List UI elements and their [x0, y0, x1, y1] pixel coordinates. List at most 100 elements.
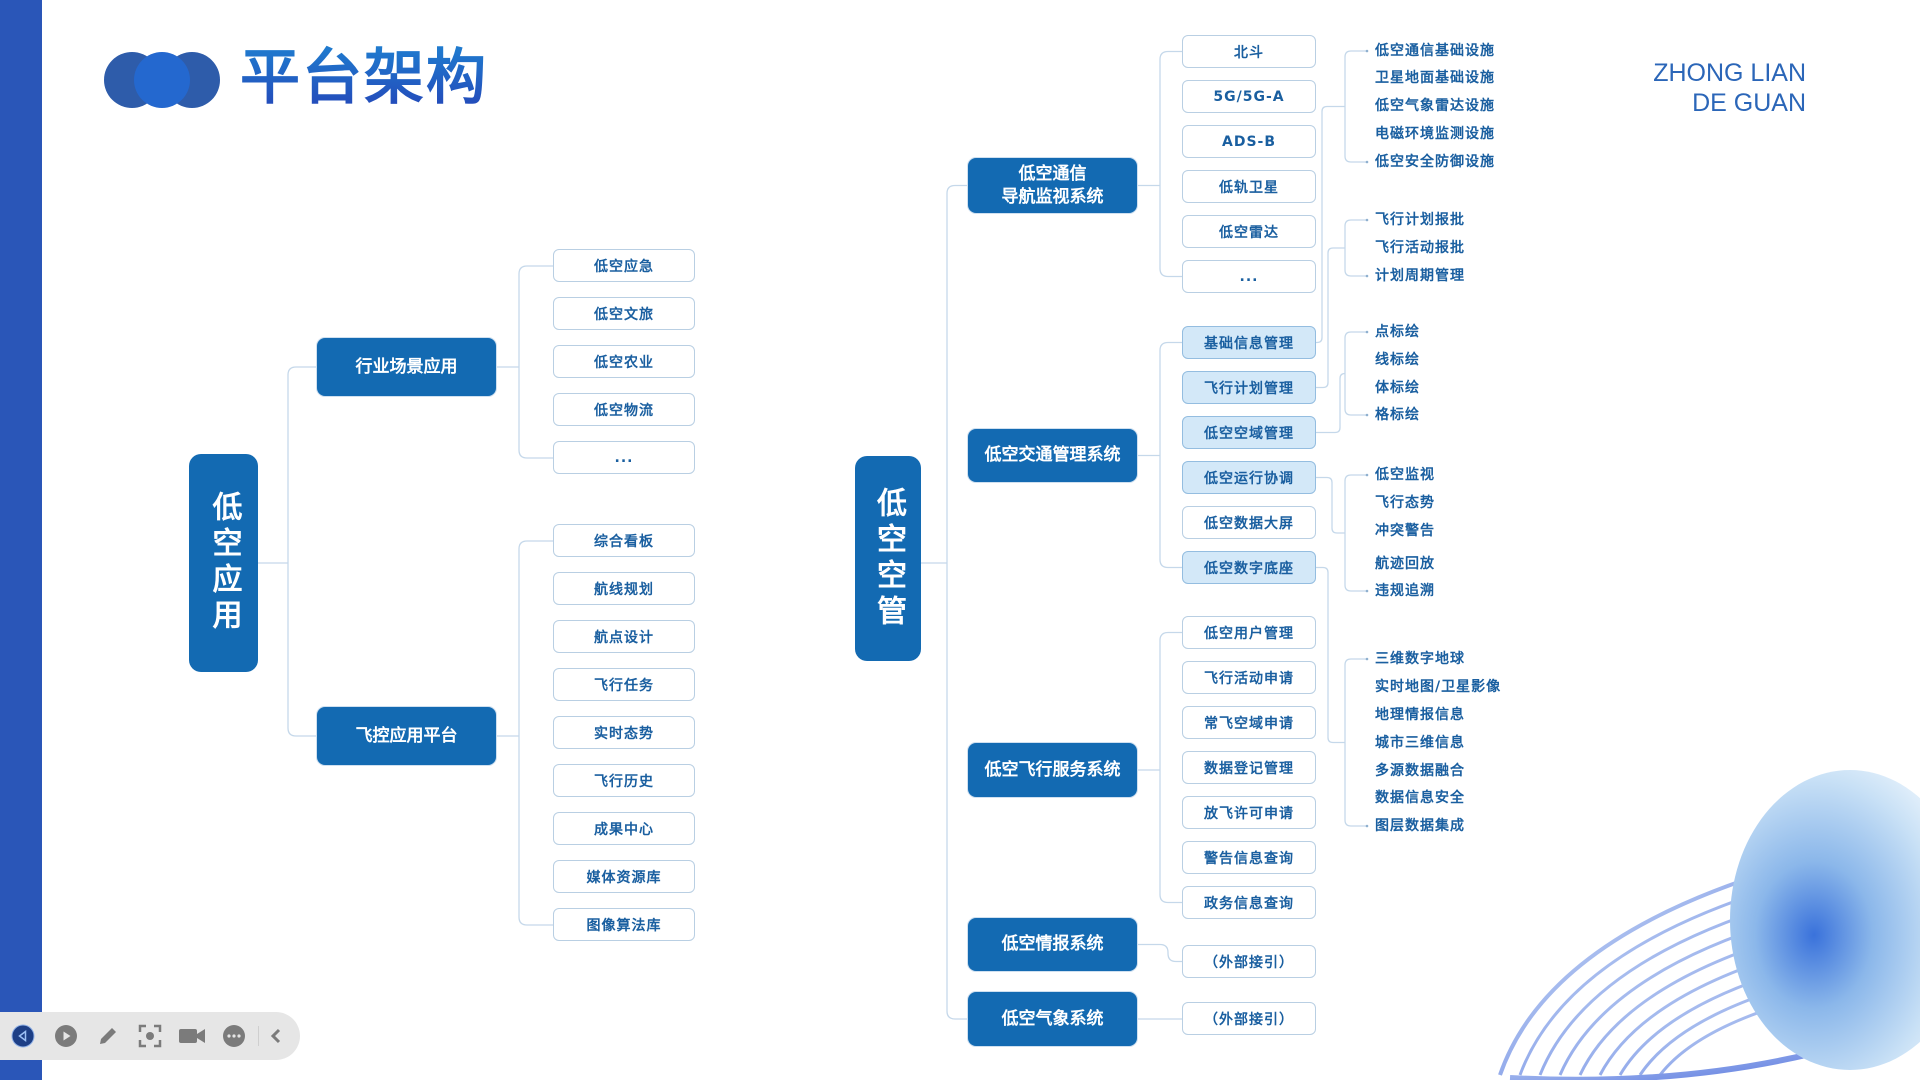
bracket-dot: [1365, 274, 1369, 278]
branch-node-traffic-management[interactable]: 低空交通管理系统: [968, 429, 1137, 482]
detail-item: 多源数据融合: [1375, 763, 1465, 779]
bracket-dot: [1365, 218, 1369, 222]
detail-item: 冲突警告: [1375, 523, 1435, 539]
source-link: [1316, 566, 1345, 744]
detail-item: 飞行计划报批: [1375, 212, 1465, 228]
prev-slide-icon[interactable]: [11, 1024, 35, 1048]
module-box[interactable]: （外部接引）: [1182, 1002, 1316, 1035]
detail-bracket: [1344, 658, 1367, 827]
leaf-item[interactable]: 航点设计: [553, 620, 695, 653]
bracket-dot: [1365, 589, 1369, 593]
source-link: [1316, 372, 1346, 434]
module-box[interactable]: 低空数据大屏: [1182, 506, 1316, 539]
module-box[interactable]: ADS-B: [1182, 125, 1316, 158]
module-box[interactable]: 常飞空域申请: [1182, 706, 1316, 739]
branch-node-flight-control-platform[interactable]: 飞控应用平台: [317, 707, 496, 765]
module-box[interactable]: 数据登记管理: [1182, 751, 1316, 784]
branch-connector: [1159, 943, 1182, 963]
detail-item: 违规追溯: [1375, 583, 1435, 599]
detail-bracket: [1344, 50, 1367, 163]
camera-icon[interactable]: [178, 1024, 206, 1048]
module-box[interactable]: 低轨卫星: [1182, 170, 1316, 203]
detail-item: 实时地图/卫星影像: [1375, 679, 1502, 695]
branch-node-flight-service[interactable]: 低空飞行服务系统: [968, 743, 1137, 797]
module-box[interactable]: 放飞许可申请: [1182, 796, 1316, 829]
detail-bracket: [1344, 219, 1367, 277]
bracket-dot: [1365, 49, 1369, 53]
detail-item: 航迹回放: [1375, 556, 1435, 572]
leaf-item[interactable]: 成果中心: [553, 812, 695, 845]
bracket-dot: [1365, 330, 1369, 334]
branch-connector: [1159, 50, 1182, 278]
focus-icon[interactable]: [138, 1024, 162, 1048]
play-icon[interactable]: [54, 1024, 78, 1048]
module-box[interactable]: 低空雷达: [1182, 215, 1316, 248]
module-box[interactable]: 5G/5G-A: [1182, 80, 1316, 113]
bracket-dot: [1365, 824, 1369, 828]
detail-item: 点标绘: [1375, 324, 1420, 340]
more-icon[interactable]: [222, 1024, 246, 1048]
module-box[interactable]: ...: [1182, 260, 1316, 293]
root-node-low-altitude-application: 低空应用: [189, 454, 258, 672]
detail-item: 电磁环境监测设施: [1375, 126, 1495, 142]
detail-item: 线标绘: [1375, 352, 1420, 368]
branch-node-meteorology[interactable]: 低空气象系统: [968, 992, 1137, 1046]
module-box[interactable]: 飞行活动申请: [1182, 661, 1316, 694]
page-title: 平台架构: [240, 43, 488, 113]
detail-item: 低空气象雷达设施: [1375, 98, 1495, 114]
source-link: [1316, 105, 1345, 344]
detail-bracket: [1344, 474, 1367, 592]
detail-item: 飞行态势: [1375, 495, 1435, 511]
detail-item: 格标绘: [1375, 407, 1420, 423]
brand-line-1: ZHONG LIAN: [1653, 59, 1806, 87]
leaf-item[interactable]: 飞行历史: [553, 764, 695, 797]
branch-connector: [518, 540, 553, 926]
detail-bracket: [1344, 331, 1367, 416]
leaf-item[interactable]: 实时态势: [553, 716, 695, 749]
leaf-item[interactable]: 航线规划: [553, 572, 695, 605]
leaf-item[interactable]: 低空物流: [553, 393, 695, 426]
module-box[interactable]: 低空数字底座: [1182, 551, 1316, 584]
root-node-low-altitude-atc: 低空空管: [855, 456, 921, 661]
bracket-dot: [1365, 657, 1369, 661]
leaf-item[interactable]: 低空文旅: [553, 297, 695, 330]
module-box[interactable]: 基础信息管理: [1182, 326, 1316, 359]
pen-icon[interactable]: [96, 1024, 120, 1048]
brand-text: ZHONG LIAN DE GUAN: [1653, 58, 1806, 118]
leaf-item[interactable]: ...: [553, 441, 695, 474]
brand-line-2: DE GUAN: [1692, 89, 1806, 117]
branch-connector: [1159, 341, 1182, 569]
detail-item: 低空通信基础设施: [1375, 43, 1495, 59]
detail-item: 计划周期管理: [1375, 268, 1465, 284]
branch-connector: [1159, 631, 1182, 904]
collapse-icon[interactable]: [264, 1024, 288, 1048]
leaf-item[interactable]: 媒体资源库: [553, 860, 695, 893]
leaf-item[interactable]: 图像算法库: [553, 908, 695, 941]
module-box[interactable]: 低空用户管理: [1182, 616, 1316, 649]
root-connector: [287, 366, 317, 737]
toolbar-divider: [258, 1026, 259, 1046]
detail-item: 体标绘: [1375, 380, 1420, 396]
bracket-dot: [1365, 413, 1369, 417]
module-box[interactable]: 飞行计划管理: [1182, 371, 1316, 404]
module-box[interactable]: 北斗: [1182, 35, 1316, 68]
leaf-item[interactable]: 低空农业: [553, 345, 695, 378]
branch-node-industry-scenario-apps[interactable]: 行业场景应用: [317, 338, 496, 396]
leaf-item[interactable]: 低空应急: [553, 249, 695, 282]
branch-node-intelligence[interactable]: 低空情报系统: [968, 918, 1137, 971]
detail-item: 地理情报信息: [1375, 707, 1465, 723]
leaf-item[interactable]: 飞行任务: [553, 668, 695, 701]
module-box[interactable]: 政务信息查询: [1182, 886, 1316, 919]
module-box[interactable]: 低空空域管理: [1182, 416, 1316, 449]
root-connector: [946, 184, 968, 1020]
detail-item: 三维数字地球: [1375, 651, 1465, 667]
module-box[interactable]: 低空运行协调: [1182, 461, 1316, 494]
detail-item: 数据信息安全: [1375, 790, 1465, 806]
source-link: [1316, 247, 1345, 389]
branch-node-cns-system[interactable]: 低空通信 导航监视系统: [968, 158, 1137, 213]
side-accent-bar: [0, 0, 42, 1080]
module-box[interactable]: （外部接引）: [1182, 945, 1316, 978]
module-box[interactable]: 警告信息查询: [1182, 841, 1316, 874]
leaf-item[interactable]: 综合看板: [553, 524, 695, 557]
